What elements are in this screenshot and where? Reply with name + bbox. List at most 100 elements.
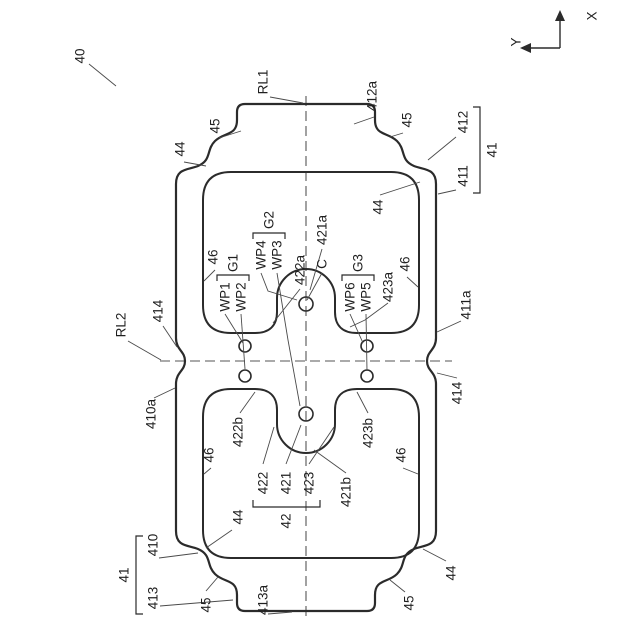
leader-ref-wp4: [260, 272, 298, 301]
leader-ref-c: [306, 272, 323, 301]
leader-ref-421b: [313, 449, 347, 474]
leader-ref-413a: [267, 611, 293, 615]
label-ref-44-tr: 44: [371, 199, 386, 215]
label-ref-g2: G2: [262, 211, 277, 229]
label-rl1: RL1: [256, 70, 271, 95]
label-ref-44-bl: 44: [231, 509, 246, 525]
leader-ref-421a: [309, 248, 323, 291]
leader-ref-44-tl: [183, 161, 207, 167]
hole-421b: [298, 406, 314, 422]
leader-ref-412a: [353, 116, 375, 125]
label-ref-g1: G1: [226, 254, 241, 272]
label-ref-414-left: 414: [151, 299, 166, 322]
hole-wp1: [238, 339, 252, 353]
leader-ref-414-left: [162, 325, 178, 348]
leader-ref-423a: [349, 302, 389, 328]
leader-ref-46-br: [402, 467, 419, 475]
hole-wp5: [360, 369, 374, 383]
label-ref-wp3: WP3: [270, 240, 285, 269]
bracket-g1: [216, 274, 250, 281]
coordinate-axis-indicator: [520, 10, 565, 53]
label-ref-c: C: [315, 259, 330, 269]
leader-ref-421: [285, 424, 302, 465]
label-axis-x: X: [585, 11, 600, 20]
leader-ref-423: [308, 426, 335, 465]
leader-ref-412: [427, 136, 457, 161]
hole-421a: [298, 296, 314, 312]
label-ref-44-br: 44: [444, 565, 459, 581]
leader-ref-423b: [356, 391, 369, 414]
label-fig-40: 40: [73, 48, 88, 63]
leader-ref-46-tl: [203, 269, 216, 282]
axis-x-arrowhead-icon: [555, 10, 565, 21]
leader-rl1: [269, 96, 304, 104]
label-ref-46-br: 46: [394, 447, 409, 462]
leader-ref-410a: [153, 387, 176, 399]
label-ref-412a: 412a: [365, 80, 380, 111]
label-ref-41-bottom: 41: [117, 567, 132, 582]
label-ref-421a: 421a: [315, 214, 330, 245]
label-ref-44-tl: 44: [173, 141, 188, 157]
leader-ref-46-tr: [406, 276, 419, 288]
label-ref-422: 422: [256, 472, 271, 495]
bracket-g3: [341, 274, 375, 281]
leader-ref-44-bl: [205, 529, 233, 549]
label-ref-wp4: WP4: [254, 240, 269, 270]
label-ref-411: 411: [456, 165, 471, 187]
label-ref-411a: 411a: [459, 290, 474, 320]
leader-ref-wp2: [240, 313, 246, 370]
label-ref-413a: 413a: [256, 584, 271, 615]
leader-rl2: [127, 340, 162, 361]
label-ref-45-tr: 45: [400, 112, 415, 127]
label-ref-422a: 422a: [293, 254, 308, 285]
label-ref-45-tl: 45: [208, 118, 223, 133]
lower-opening: [202, 388, 420, 559]
label-ref-45-bl: 45: [199, 597, 214, 612]
leader-fig-40: [88, 63, 117, 87]
leader-ref-wp5: [365, 313, 368, 372]
leader-ref-413: [159, 599, 234, 607]
leader-ref-411a: [436, 320, 462, 333]
label-ref-42: 42: [279, 513, 294, 528]
label-ref-421b: 421b: [339, 477, 354, 507]
leader-ref-422: [262, 426, 275, 465]
hole-wp2: [238, 369, 252, 383]
label-ref-422b: 422b: [231, 417, 246, 447]
label-ref-423b: 423b: [361, 418, 376, 448]
bracket-g2: [252, 232, 286, 239]
label-ref-46-tl: 46: [206, 249, 221, 264]
leader-ref-46-bl: [203, 467, 212, 475]
upper-opening: [202, 171, 420, 334]
leader-ref-45-bl: [205, 576, 219, 592]
label-ref-wp1: WP1: [218, 282, 233, 311]
label-ref-wp5: WP5: [359, 282, 374, 311]
label-ref-414-right: 414: [450, 381, 465, 404]
label-ref-423: 423: [302, 472, 317, 495]
leader-ref-414-right: [436, 372, 458, 379]
label-axis-y: Y: [509, 37, 524, 46]
axis-y-arrowhead-icon: [520, 43, 531, 53]
label-ref-41-right: 41: [485, 142, 500, 157]
label-ref-410: 410: [146, 534, 161, 557]
leader-ref-422b: [239, 391, 256, 414]
label-ref-46-tr: 46: [398, 256, 413, 271]
leader-ref-422a: [272, 288, 301, 324]
leader-ref-45-tl: [218, 130, 242, 139]
bracket-42: [252, 500, 321, 508]
leader-ref-411: [437, 189, 457, 195]
leader-ref-45-tr: [389, 132, 404, 138]
leader-ref-44-tr: [379, 181, 421, 196]
plate-outline: [174, 102, 438, 613]
label-ref-421: 421: [279, 472, 294, 495]
label-ref-45-br: 45: [402, 595, 417, 610]
grouping-brackets: [135, 106, 481, 615]
label-ref-412: 412: [456, 111, 471, 134]
leader-ref-45-br: [389, 579, 406, 593]
label-ref-wp2: WP2: [234, 282, 249, 311]
leader-ref-wp1: [224, 313, 244, 344]
label-ref-410a: 410a: [144, 398, 159, 429]
label-ref-46-bl: 46: [202, 447, 217, 462]
